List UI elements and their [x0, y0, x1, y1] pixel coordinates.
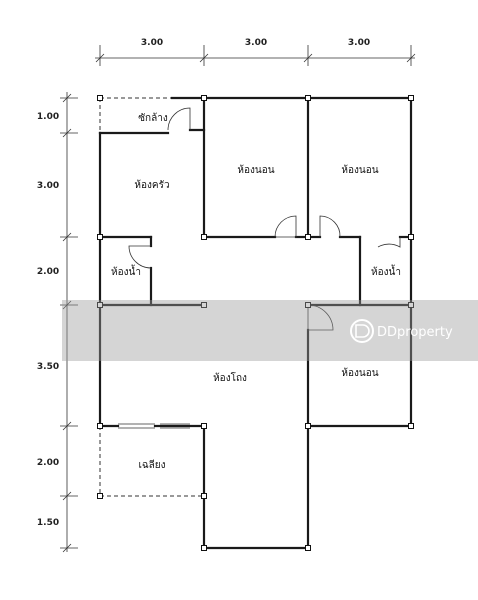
room-label-laundry: ซักล้าง: [138, 112, 168, 124]
room-label-bathroom-1: ห้องน้ำ: [111, 264, 141, 278]
top-dim-3: 3.00: [348, 38, 370, 48]
room-label-bedroom-1: ห้องนอน: [237, 164, 274, 176]
top-dim-1: 3.00: [141, 38, 163, 48]
doors: [118, 107, 401, 429]
left-dim-4: 3.50: [37, 362, 59, 372]
left-dim-3: 2.00: [37, 267, 59, 277]
top-dimension-line: [95, 45, 416, 66]
top-dim-2: 3.00: [245, 38, 267, 48]
ddproperty-logo-icon: [350, 319, 374, 343]
room-label-bathroom-2: ห้องน้ำ: [371, 264, 401, 278]
column-nodes: [97, 95, 414, 551]
room-label-bedroom-2: ห้องนอน: [341, 164, 378, 176]
left-dim-1: 1.00: [37, 112, 59, 122]
left-dimension-line: [60, 92, 78, 553]
watermark-brand: DDproperty: [377, 325, 453, 340]
porch-dashed-outline: [99, 426, 204, 497]
left-dim-5: 2.00: [37, 458, 59, 468]
watermark: DDproperty: [62, 300, 478, 361]
left-dim-2: 3.00: [37, 181, 59, 191]
laundry-dashed-outline: [99, 97, 172, 133]
room-label-living-room: ห้องโถง: [213, 371, 247, 384]
left-dim-6: 1.50: [37, 518, 59, 528]
room-label-bedroom-3: ห้องนอน: [341, 367, 378, 379]
room-label-porch: เฉลียง: [138, 459, 165, 471]
room-label-kitchen: ห้องครัว: [134, 179, 169, 191]
